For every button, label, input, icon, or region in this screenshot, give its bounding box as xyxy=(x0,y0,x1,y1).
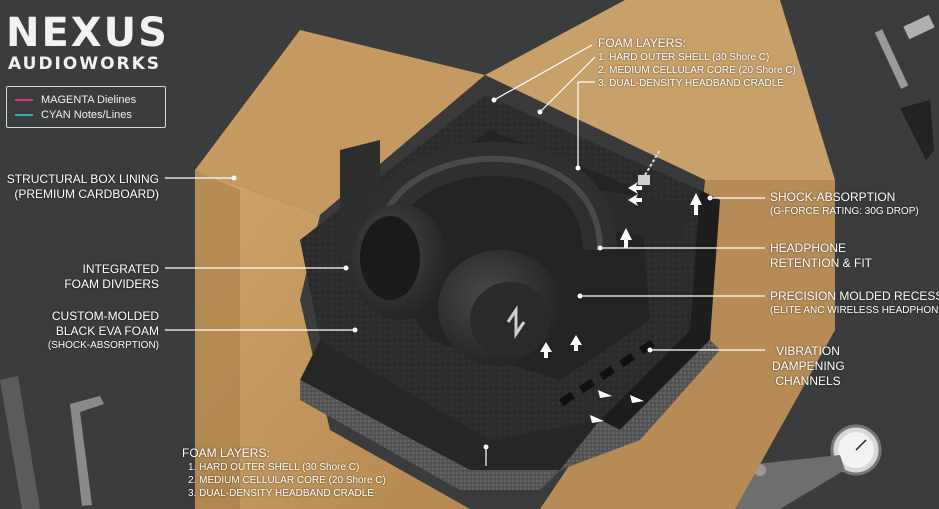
legend-label: CYAN Notes/Lines xyxy=(41,108,132,121)
foam-layer-item: 2. MEDIUM CELLULAR CORE (20 Shore C) xyxy=(188,475,386,486)
label-title: FOAM LAYERS: xyxy=(182,446,270,460)
label-custom-molded-eva-foam: CUSTOM-MOLDED BLACK EVA FOAM (SHOCK-ABSO… xyxy=(6,309,159,352)
label-vibration-dampening: VIBRATION DAMPENING CHANNELS xyxy=(772,344,845,389)
label-line: CUSTOM-MOLDED xyxy=(51,309,159,323)
label-title: FOAM LAYERS: xyxy=(598,36,686,50)
brand-logo: NEXUS AUDIOWORKS xyxy=(6,12,169,74)
clip-part xyxy=(638,149,661,185)
ruler-tool xyxy=(0,376,40,509)
label-line: DAMPENING xyxy=(772,359,845,373)
legend-label: MAGENTA Dielines xyxy=(41,93,137,106)
brand-subtitle: AUDIOWORKS xyxy=(8,54,162,74)
label-line: FOAM DIVIDERS xyxy=(64,277,159,291)
brand-name: NEXUS xyxy=(6,10,169,56)
label-line: PRECISION MOLDED RECESS xyxy=(770,289,939,303)
foam-layer-item: 1. HARD OUTER SHELL (30 Shore C) xyxy=(598,52,770,63)
legend-item-magenta: MAGENTA Dielines xyxy=(15,92,157,107)
label-integrated-foam-dividers: INTEGRATED FOAM DIVIDERS xyxy=(6,262,159,292)
headphones xyxy=(352,141,617,366)
label-line: VIBRATION xyxy=(776,344,840,358)
caliper-tool xyxy=(874,14,935,160)
label-line: HEADPHONE xyxy=(770,241,847,255)
callout-lines xyxy=(165,44,765,466)
legend-swatch-magenta xyxy=(15,98,33,101)
foam-layer-item: 2. MEDIUM CELLULAR CORE (20 Shore C) xyxy=(598,65,796,76)
allen-key-tool xyxy=(70,396,104,506)
label-precision-molded-recess: PRECISION MOLDED RECESS (ELITE ANC WIREL… xyxy=(770,289,939,317)
label-line: SHOCK-ABSORPTION xyxy=(770,190,896,204)
label-line: (SHOCK-ABSORPTION) xyxy=(47,340,159,351)
label-line: (G-FORCE RATING: 30G DROP) xyxy=(770,206,919,217)
legend-swatch-cyan xyxy=(15,113,33,116)
label-line: CHANNELS xyxy=(775,374,841,388)
label-line: BLACK EVA FOAM xyxy=(55,324,159,338)
label-foam-layers-top: FOAM LAYERS: 1. HARD OUTER SHELL (30 Sho… xyxy=(598,36,796,90)
label-line: INTEGRATED xyxy=(82,262,159,276)
label-headphone-retention: HEADPHONE RETENTION & FIT xyxy=(770,241,872,271)
color-legend: MAGENTA Dielines CYAN Notes/Lines xyxy=(6,86,166,128)
label-line: RETENTION & FIT xyxy=(770,256,872,270)
label-line: (ELITE ANC WIRELESS HEADPHONES) xyxy=(770,305,939,316)
label-line: (PREMIUM CARDBOARD) xyxy=(14,187,159,201)
label-structural-box-lining: STRUCTURAL BOX LINING (PREMIUM CARDBOARD… xyxy=(6,172,159,202)
foam-layer-item: 1. HARD OUTER SHELL (30 Shore C) xyxy=(188,462,360,473)
label-line: STRUCTURAL BOX LINING xyxy=(6,172,159,186)
foam-layer-item: 3. DUAL-DENSITY HEADBAND CRADLE xyxy=(188,488,374,499)
legend-item-cyan: CYAN Notes/Lines xyxy=(15,107,157,122)
callout-dots xyxy=(231,97,713,450)
label-foam-layers-bottom: FOAM LAYERS: 1. HARD OUTER SHELL (30 Sho… xyxy=(182,446,386,500)
label-shock-absorption: SHOCK-ABSORPTION (G-FORCE RATING: 30G DR… xyxy=(770,190,919,218)
airflow-arrows xyxy=(540,182,702,423)
foam-layer-item: 3. DUAL-DENSITY HEADBAND CRADLE xyxy=(598,78,784,89)
